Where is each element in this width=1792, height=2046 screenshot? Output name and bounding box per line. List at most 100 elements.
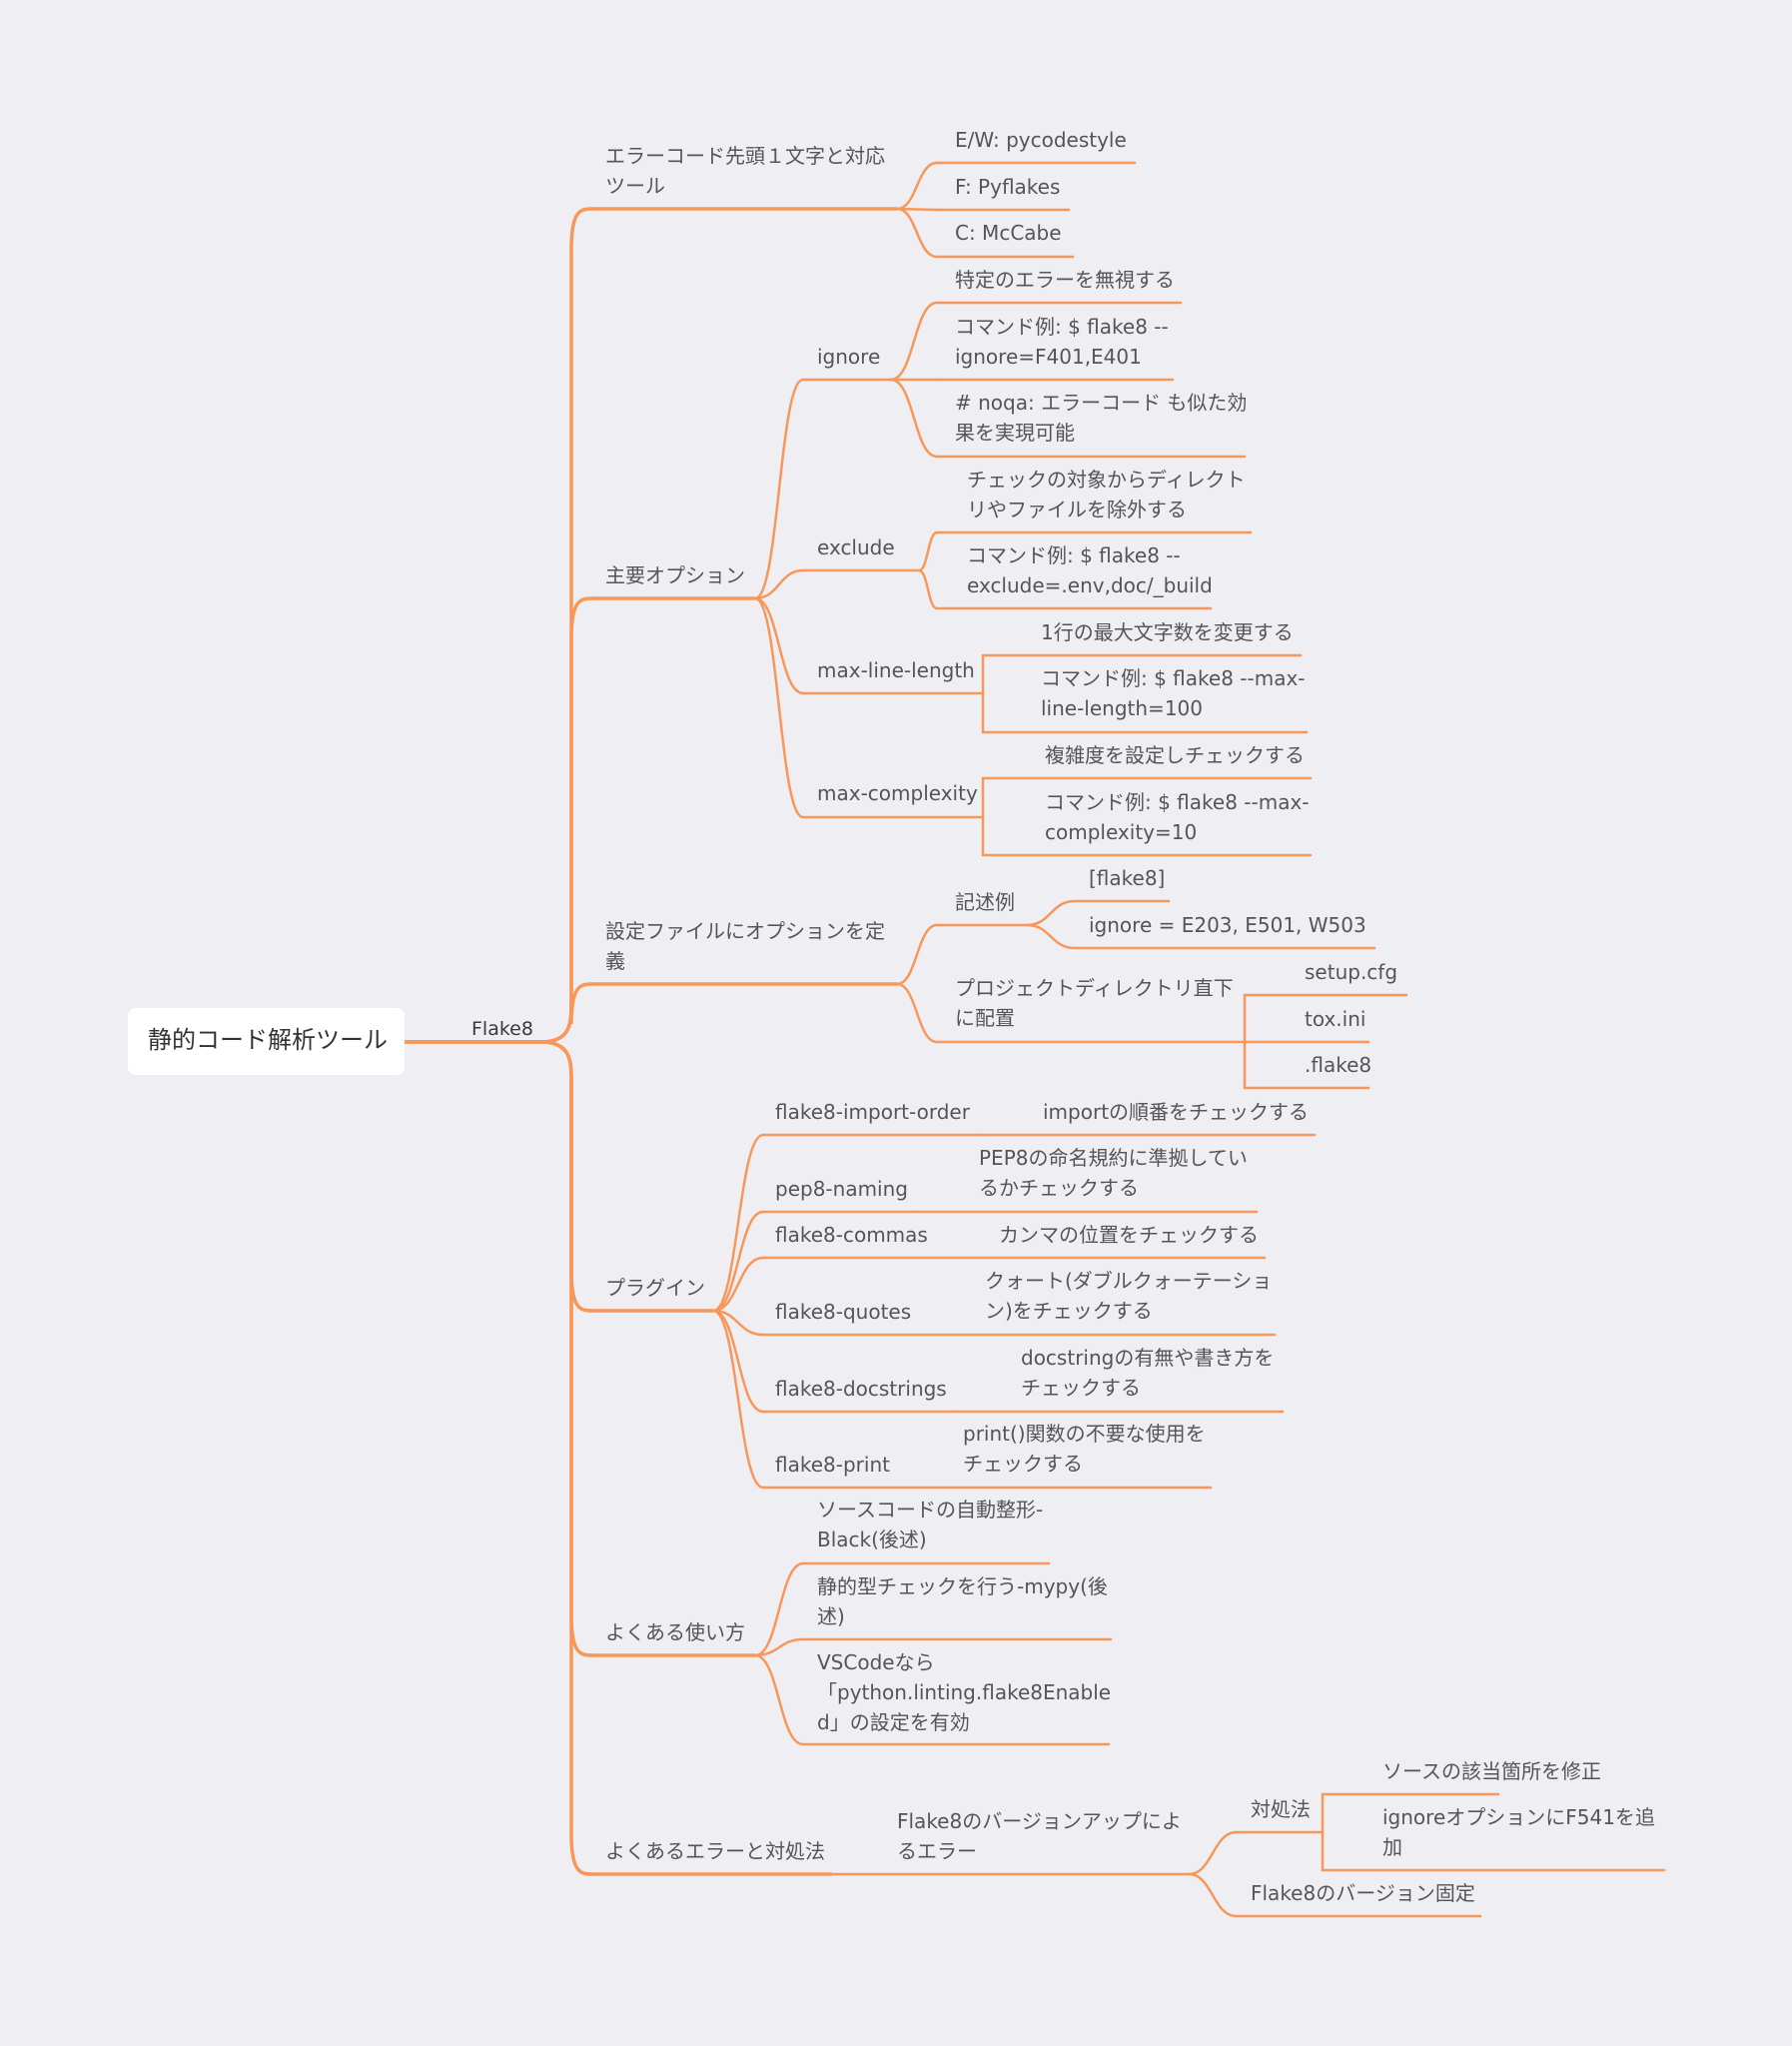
node-p1[interactable]: setup.cfg bbox=[1305, 957, 1397, 987]
node-ml2-line: line-length=100 bbox=[1041, 696, 1203, 720]
node-pl4d[interactable]: クォート(ダブルクォーテーション)をチェックする bbox=[985, 1266, 1272, 1326]
node-usage[interactable]: よくある使い方 bbox=[605, 1617, 745, 1647]
node-mainopt[interactable]: 主要オプション bbox=[605, 560, 745, 590]
node-ex1[interactable]: チェックの対象からディレクトリやファイルを除外する bbox=[967, 465, 1246, 524]
node-pl5d[interactable]: docstringの有無や書き方をチェックする bbox=[1021, 1343, 1274, 1403]
node-p3-line: .flake8 bbox=[1305, 1053, 1372, 1077]
node-pl1d[interactable]: importの順番をチェックする bbox=[1043, 1097, 1309, 1127]
node-usage-line: よくある使い方 bbox=[605, 1620, 745, 1644]
node-errors[interactable]: よくあるエラーと対処法 bbox=[605, 1836, 825, 1866]
node-plugin[interactable]: プラグイン bbox=[605, 1273, 705, 1303]
node-k1[interactable]: [flake8] bbox=[1089, 863, 1165, 893]
pl1-connector bbox=[711, 1133, 765, 1313]
root-node[interactable] bbox=[128, 1008, 405, 1075]
node-mll[interactable]: max-line-length bbox=[817, 655, 975, 685]
pl2-connector bbox=[711, 1210, 765, 1313]
node-k2[interactable]: ignore = E203, E501, W503 bbox=[1089, 910, 1366, 940]
node-c[interactable]: C: McCabe bbox=[955, 218, 1062, 248]
node-e1[interactable]: Flake8のバージョンアップによるエラー bbox=[897, 1806, 1182, 1866]
node-u2[interactable]: 静的型チェックを行う-mypy(後述) bbox=[817, 1571, 1108, 1631]
pl3-connector bbox=[711, 1256, 765, 1313]
node-ig2-line: コマンド例: $ flake8 -- bbox=[955, 315, 1169, 339]
node-exclude-line: exclude bbox=[817, 535, 895, 559]
node-pl2d[interactable]: PEP8の命名規約に準拠しているかチェックする bbox=[979, 1143, 1248, 1203]
node-u1-line: Black(後述) bbox=[817, 1528, 927, 1551]
node-pl1-line: flake8-import-order bbox=[775, 1100, 970, 1124]
node-pl2[interactable]: pep8-naming bbox=[775, 1174, 908, 1204]
node-f-line: F: Pyflakes bbox=[955, 175, 1061, 199]
node-pl6[interactable]: flake8-print bbox=[775, 1450, 890, 1480]
node-mll-line: max-line-length bbox=[817, 658, 975, 682]
node-p1-line: setup.cfg bbox=[1305, 960, 1398, 984]
node-mc[interactable]: max-complexity bbox=[817, 778, 978, 808]
node-mainopt-line: 主要オプション bbox=[605, 563, 745, 587]
node-pl6d-line: print()関数の不要な使用を bbox=[963, 1422, 1206, 1446]
node-proj[interactable]: プロジェクトディレクトリ直下に配置 bbox=[955, 973, 1234, 1033]
node-pl2d-line: るかチェックする bbox=[979, 1176, 1139, 1200]
node-plugin-line: プラグイン bbox=[605, 1276, 705, 1300]
node-ignore-line: ignore bbox=[817, 345, 881, 369]
node-pl3d-line: カンマの位置をチェックする bbox=[999, 1223, 1259, 1247]
node-u3-line: 「python.linting.flake8Enable bbox=[817, 1680, 1112, 1704]
node-pl2d-line: PEP8の命名規約に準拠してい bbox=[979, 1146, 1248, 1170]
node-pl4-line: flake8-quotes bbox=[775, 1300, 912, 1324]
node-ignore[interactable]: ignore bbox=[817, 342, 880, 372]
node-conf[interactable]: 設定ファイルにオプションを定義 bbox=[605, 916, 885, 976]
node-e1-line: るエラー bbox=[897, 1839, 977, 1863]
node-ew-line: E/W: pycodestyle bbox=[955, 128, 1127, 152]
node-e2[interactable]: Flake8のバージョン固定 bbox=[1251, 1878, 1475, 1908]
node-taisho[interactable]: 対処法 bbox=[1251, 1794, 1311, 1824]
node-u3-line: VSCodeなら bbox=[817, 1650, 935, 1674]
node-pl2-line: pep8-naming bbox=[775, 1177, 908, 1201]
node-ig2[interactable]: コマンド例: $ flake8 --ignore=F401,E401 bbox=[955, 312, 1169, 372]
node-u1-line: ソースコードの自動整形- bbox=[817, 1498, 1044, 1522]
node-pl5[interactable]: flake8-docstrings bbox=[775, 1374, 947, 1404]
node-pl3[interactable]: flake8-commas bbox=[775, 1220, 928, 1250]
node-ig1[interactable]: 特定のエラーを無視する bbox=[955, 265, 1175, 295]
node-proj-line: プロジェクトディレクトリ直下 bbox=[955, 976, 1234, 1000]
pl5-connector bbox=[711, 1309, 765, 1414]
node-ml2[interactable]: コマンド例: $ flake8 --max-line-length=100 bbox=[1041, 663, 1306, 723]
exclude-connector bbox=[753, 568, 805, 600]
node-pl6d[interactable]: print()関数の不要な使用をチェックする bbox=[963, 1419, 1206, 1479]
center-node-label[interactable]: Flake8 bbox=[471, 1018, 533, 1040]
node-t2-line: ignoreオプションにF541を追 bbox=[1382, 1805, 1655, 1829]
node-pl4d-line: クォート(ダブルクォーテーショ bbox=[985, 1269, 1273, 1293]
node-ml1[interactable]: 1行の最大文字数を変更する bbox=[1041, 617, 1294, 647]
proj-connector bbox=[895, 982, 939, 1044]
node-u2-line: 静的型チェックを行う-mypy(後 bbox=[817, 1574, 1108, 1598]
ignore-connector bbox=[753, 378, 805, 600]
node-pl3d[interactable]: カンマの位置をチェックする bbox=[999, 1220, 1259, 1250]
node-mc2-line: コマンド例: $ flake8 --max- bbox=[1045, 790, 1310, 814]
node-t2[interactable]: ignoreオプションにF541を追加 bbox=[1382, 1802, 1655, 1862]
node-conf-line: 設定ファイルにオプションを定 bbox=[605, 919, 885, 943]
node-exclude[interactable]: exclude bbox=[817, 532, 895, 562]
node-kijutsu-line: 記述例 bbox=[955, 890, 1015, 914]
node-ew[interactable]: E/W: pycodestyle bbox=[955, 125, 1127, 155]
node-u2-line: 述) bbox=[817, 1604, 845, 1628]
node-c-line: C: McCabe bbox=[955, 221, 1062, 245]
ex1-connector bbox=[917, 530, 939, 572]
node-u1[interactable]: ソースコードの自動整形- Black(後述) bbox=[817, 1495, 1043, 1554]
node-p2[interactable]: tox.ini bbox=[1305, 1004, 1365, 1034]
node-p3[interactable]: .flake8 bbox=[1305, 1050, 1371, 1080]
c-connector bbox=[895, 207, 939, 259]
node-errcode[interactable]: エラーコード先頭１文字と対応ツール bbox=[605, 141, 885, 201]
node-ex2[interactable]: コマンド例: $ flake8 --exclude=.env,doc/_buil… bbox=[967, 540, 1213, 600]
node-k1-line: [flake8] bbox=[1089, 866, 1166, 890]
node-t1[interactable]: ソースの該当箇所を修正 bbox=[1382, 1756, 1601, 1786]
node-pl1[interactable]: flake8-import-order bbox=[775, 1097, 970, 1127]
node-mc-line: max-complexity bbox=[817, 781, 978, 805]
node-pl4[interactable]: flake8-quotes bbox=[775, 1297, 911, 1327]
node-kijutsu[interactable]: 記述例 bbox=[955, 887, 1015, 917]
node-f[interactable]: F: Pyflakes bbox=[955, 172, 1060, 202]
pl4-connector bbox=[711, 1309, 765, 1337]
kijutsu-connector bbox=[895, 923, 939, 986]
node-mc2-line: complexity=10 bbox=[1045, 820, 1198, 844]
e2-connector bbox=[1187, 1872, 1239, 1918]
node-mc2[interactable]: コマンド例: $ flake8 --max-complexity=10 bbox=[1045, 787, 1310, 847]
node-ig3[interactable]: # noqa: エラーコード も似た効果を実現可能 bbox=[955, 388, 1247, 448]
node-mc1[interactable]: 複雑度を設定しチェックする bbox=[1045, 740, 1305, 770]
